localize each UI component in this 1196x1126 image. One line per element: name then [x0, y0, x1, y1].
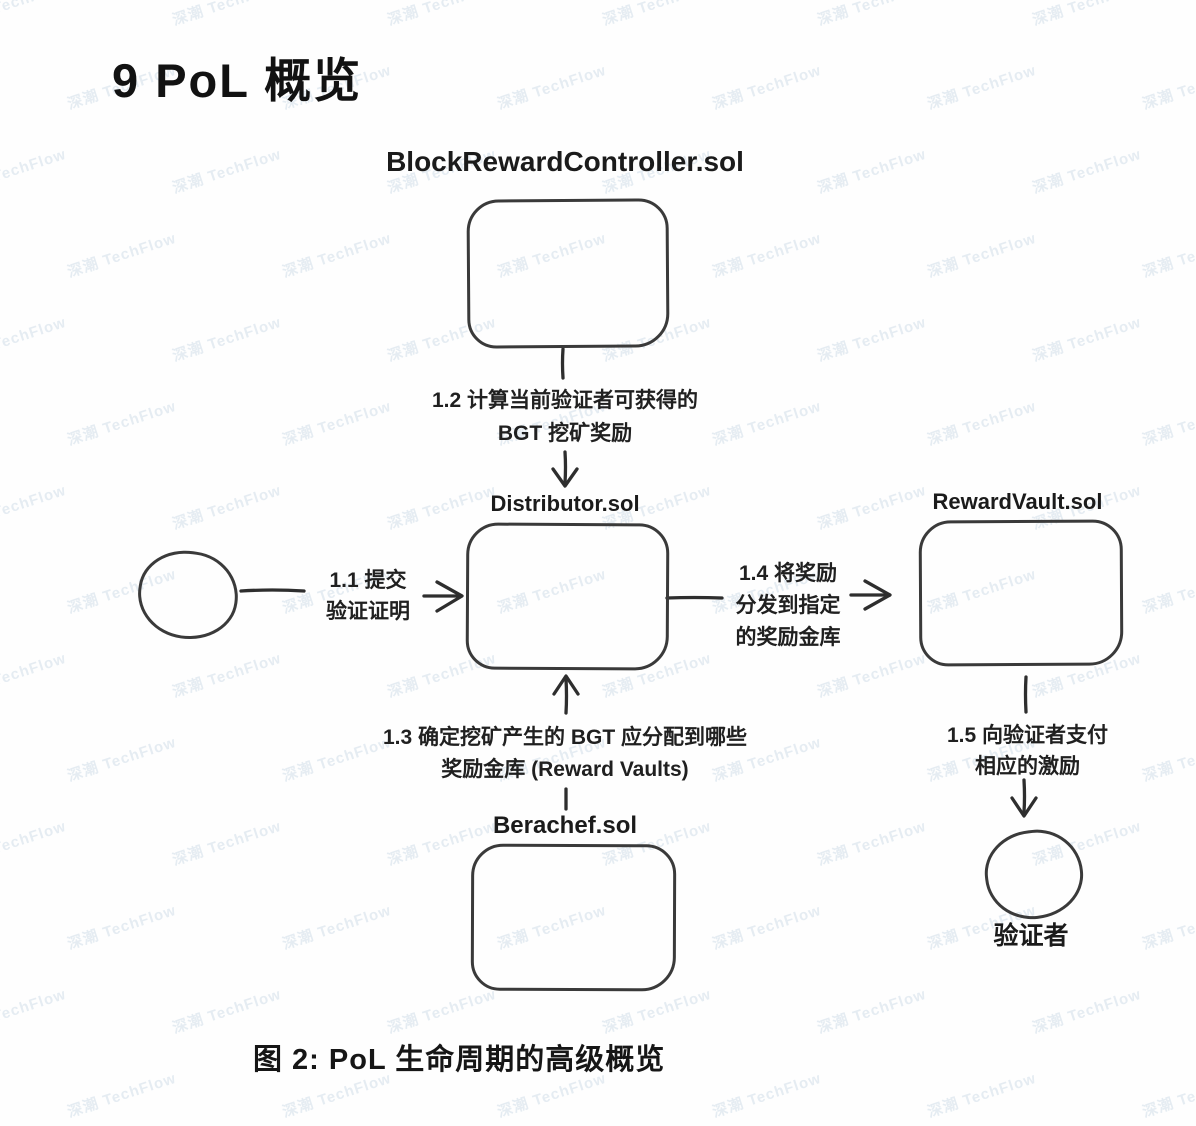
- node-box-berachef: [470, 843, 677, 992]
- edge-line: [560, 347, 565, 380]
- node-label-block-reward-controller: BlockRewardController.sol: [386, 146, 744, 177]
- step-label-line: BGT 挖矿奖励: [497, 422, 633, 445]
- step-label-line: 的奖励金库: [735, 626, 841, 649]
- step-label-1-5: 1.5 向验证者支付 相应的激励: [925, 720, 1130, 782]
- node-label-validator: 验证者: [993, 922, 1069, 950]
- node-box-block-reward-controller: [466, 198, 670, 349]
- node-box-distributor: [465, 522, 670, 671]
- step-label-line: 相应的激励: [975, 755, 1080, 778]
- step-label-1-4: 1.4 将奖励 分发到指定 的奖励金库: [708, 558, 868, 654]
- edge-brc-to-distributor: [551, 347, 579, 488]
- step-label-1-3: 1.3 确定挖矿产生的 BGT 应分配到哪些 奖励金库 (Reward Vaul…: [315, 722, 815, 786]
- arrowhead-down-icon: [551, 467, 579, 488]
- edge-line: [665, 595, 724, 600]
- edge-validator-to-distributor: [239, 580, 464, 613]
- edge-line: [563, 450, 568, 485]
- step-label-line: 验证证明: [326, 600, 410, 623]
- step-label-line: 奖励金库 (Reward Vaults): [441, 758, 689, 781]
- arrowhead-right-icon: [435, 580, 464, 613]
- node-label-distributor: Distributor.sol: [490, 491, 640, 516]
- edge-line: [1022, 778, 1027, 814]
- step-label-line: 1.2 计算当前验证者可获得的: [431, 389, 699, 412]
- edge-distributor-to-rewardvault: [665, 579, 892, 611]
- edge-rewardvault-to-validator: [1010, 675, 1038, 818]
- arrowhead-up-icon: [552, 674, 580, 696]
- edge-berachef-to-distributor: [552, 674, 580, 811]
- arrowhead-down-icon: [1010, 796, 1038, 818]
- step-label-line: 1.3 确定挖矿产生的 BGT 应分配到哪些: [382, 726, 748, 749]
- step-label-line: 1.4 将奖励: [738, 562, 838, 585]
- edge-line: [564, 677, 569, 715]
- arrowhead-right-icon: [863, 579, 892, 611]
- node-label-berachef: Berachef.sol: [492, 812, 638, 839]
- node-box-reward-vault: [918, 519, 1124, 667]
- step-label-line: 分发到指定: [735, 594, 841, 617]
- node-label-reward-vault: RewardVault.sol: [932, 489, 1103, 514]
- step-label-1-2: 1.2 计算当前验证者可获得的 BGT 挖矿奖励: [365, 384, 765, 450]
- step-label-1-1: 1.1 提交 验证证明: [293, 565, 443, 627]
- step-label-line: 1.1 提交: [329, 569, 407, 592]
- step-label-line: 1.5 向验证者支付: [946, 724, 1109, 747]
- edge-line: [239, 588, 306, 593]
- page-title: 9 PoL 概览: [112, 54, 363, 107]
- edge-line: [1023, 675, 1028, 714]
- figure-caption: 图 2: PoL 生命周期的高级概览: [253, 1044, 666, 1076]
